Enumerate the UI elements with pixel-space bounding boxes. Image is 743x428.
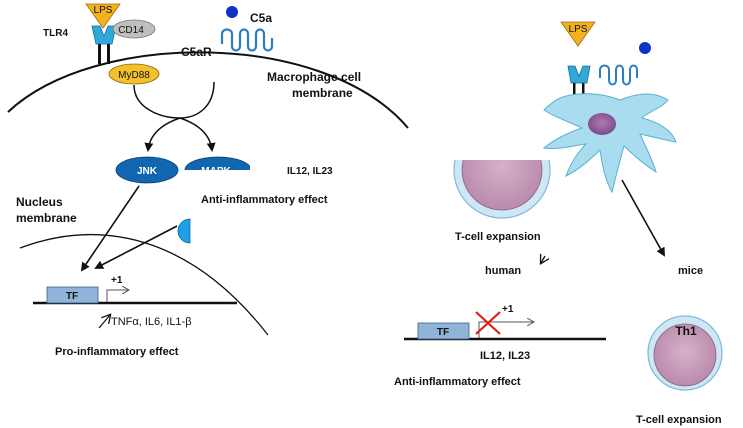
myd88-icon: MyD88 — [108, 63, 160, 85]
nucleus-label-line1: Nucleus — [16, 195, 63, 209]
tss-arrow-left — [106, 290, 128, 302]
myd88-label: MyD88 — [118, 70, 150, 81]
signal-curve-myd88 — [133, 84, 181, 119]
human-label: human — [485, 265, 521, 277]
th1-label: Th1 — [675, 324, 697, 338]
red-x-icon — [475, 311, 501, 335]
plus-one-right: +1 — [502, 304, 514, 315]
membrane-label-line2: membrane — [292, 86, 353, 100]
lps-label-right: LPS — [569, 24, 588, 35]
mice-label: mice — [678, 265, 703, 277]
membrane-label-line1: Macrophage cell — [267, 70, 361, 84]
lps-triangle-icon: LPS — [85, 3, 121, 29]
c5ar-receptor-icon — [220, 28, 274, 52]
tcell-expansion-bottom: T-cell expansion — [636, 414, 722, 426]
lps-label-left: LPS — [94, 5, 113, 16]
signal-curve-c5ar — [179, 81, 215, 119]
il-top-label: IL12, IL23 — [287, 166, 333, 177]
cytokine-arrow-left — [98, 315, 110, 329]
anti-effect-right: Anti-inflammatory effect — [394, 376, 521, 388]
tlr4-receptor-icon — [91, 25, 117, 64]
mapk-icon: MAPK — [184, 156, 250, 177]
tf-box-left: TF — [46, 286, 99, 304]
tf-box-right: TF — [417, 322, 470, 340]
jnk-icon: JNK — [115, 156, 179, 184]
anti-effect-left: Anti-inflammatory effect — [201, 194, 328, 206]
pro-effect-label: Pro-inflammatory effect — [55, 346, 179, 358]
cytokines-left: TNFα, IL6, IL1-β — [111, 316, 192, 328]
cytokines-right: IL12, IL23 — [480, 350, 530, 362]
c5a-label: C5a — [250, 11, 272, 25]
c5a-dot-icon-right — [639, 42, 651, 54]
arrow-jnk-to-tf — [80, 185, 140, 272]
blue-factor-icon — [177, 218, 191, 244]
tf-label-right: TF — [437, 327, 449, 338]
tcell-expansion-top: T-cell expansion — [455, 231, 541, 243]
cd14-icon: CD14 — [112, 19, 156, 39]
tf-label-left: TF — [66, 291, 78, 302]
arrow-to-jnk — [144, 117, 181, 152]
cd14-label: CD14 — [118, 25, 144, 36]
mapk-label: MAPK — [201, 166, 231, 177]
arrow-to-mice — [621, 179, 665, 257]
nucleus-label-line2: membrane — [16, 211, 77, 225]
t-cell-icon-top — [453, 160, 551, 219]
macrophage-membrane-arc — [7, 51, 409, 129]
tlr4-label: TLR4 — [43, 28, 68, 39]
c5a-dot-icon — [226, 6, 238, 18]
arrow-factor-to-tf — [94, 225, 178, 269]
plus-one-left: +1 — [111, 275, 123, 286]
arrow-to-mapk — [179, 117, 216, 152]
tlr4-receptor-icon-right — [567, 65, 591, 101]
lps-triangle-icon-right: LPS — [560, 21, 596, 47]
jnk-label: JNK — [137, 166, 158, 177]
th1-cell-icon: Th1 — [647, 315, 723, 391]
c5ar-label: C5aR — [181, 45, 212, 59]
dendritic-cell-icon — [542, 93, 677, 194]
mapk-underline — [183, 172, 252, 174]
c5ar-receptor-icon-right — [599, 64, 638, 86]
arrow-to-human — [541, 256, 545, 263]
